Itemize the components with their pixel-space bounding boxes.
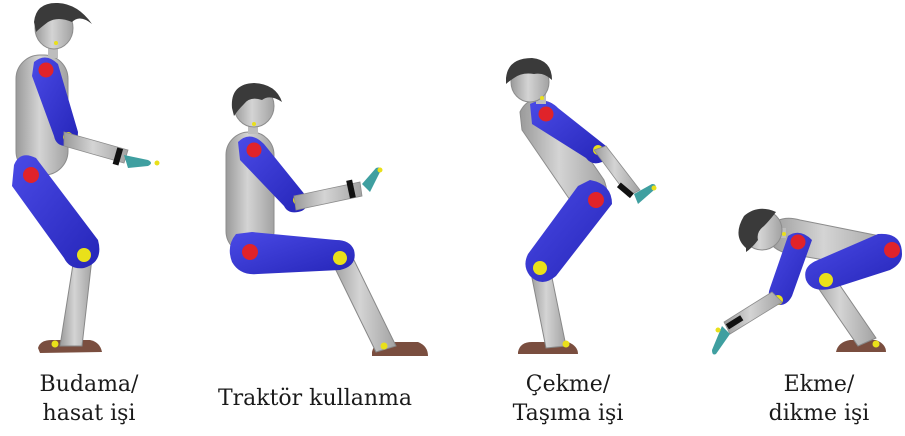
caption-budama: Budama/ hasat işi [14, 370, 164, 428]
caption-line: Traktör kullanma [205, 384, 425, 413]
caption-ekme: Ekme/ dikme işi [744, 370, 894, 428]
figure-budama [12, 3, 160, 353]
figure-ekme [712, 209, 902, 355]
figure-traktor [226, 83, 428, 356]
forearm [724, 292, 782, 334]
caption-line: Çekme/ [488, 370, 648, 399]
glove [124, 155, 151, 168]
figure-cekme [506, 58, 657, 354]
caption-traktor: Traktör kullanma [205, 384, 425, 413]
caption-line: dikme işi [744, 399, 894, 428]
caption-line: Budama/ [14, 370, 164, 399]
caption-line: hasat işi [14, 399, 164, 428]
glove [362, 168, 381, 193]
shank [60, 258, 92, 346]
caption-line: Taşıma işi [488, 399, 648, 428]
caption-cekme: Çekme/ Taşıma işi [488, 370, 648, 428]
caption-line: Ekme/ [744, 370, 894, 399]
glove [712, 326, 730, 355]
